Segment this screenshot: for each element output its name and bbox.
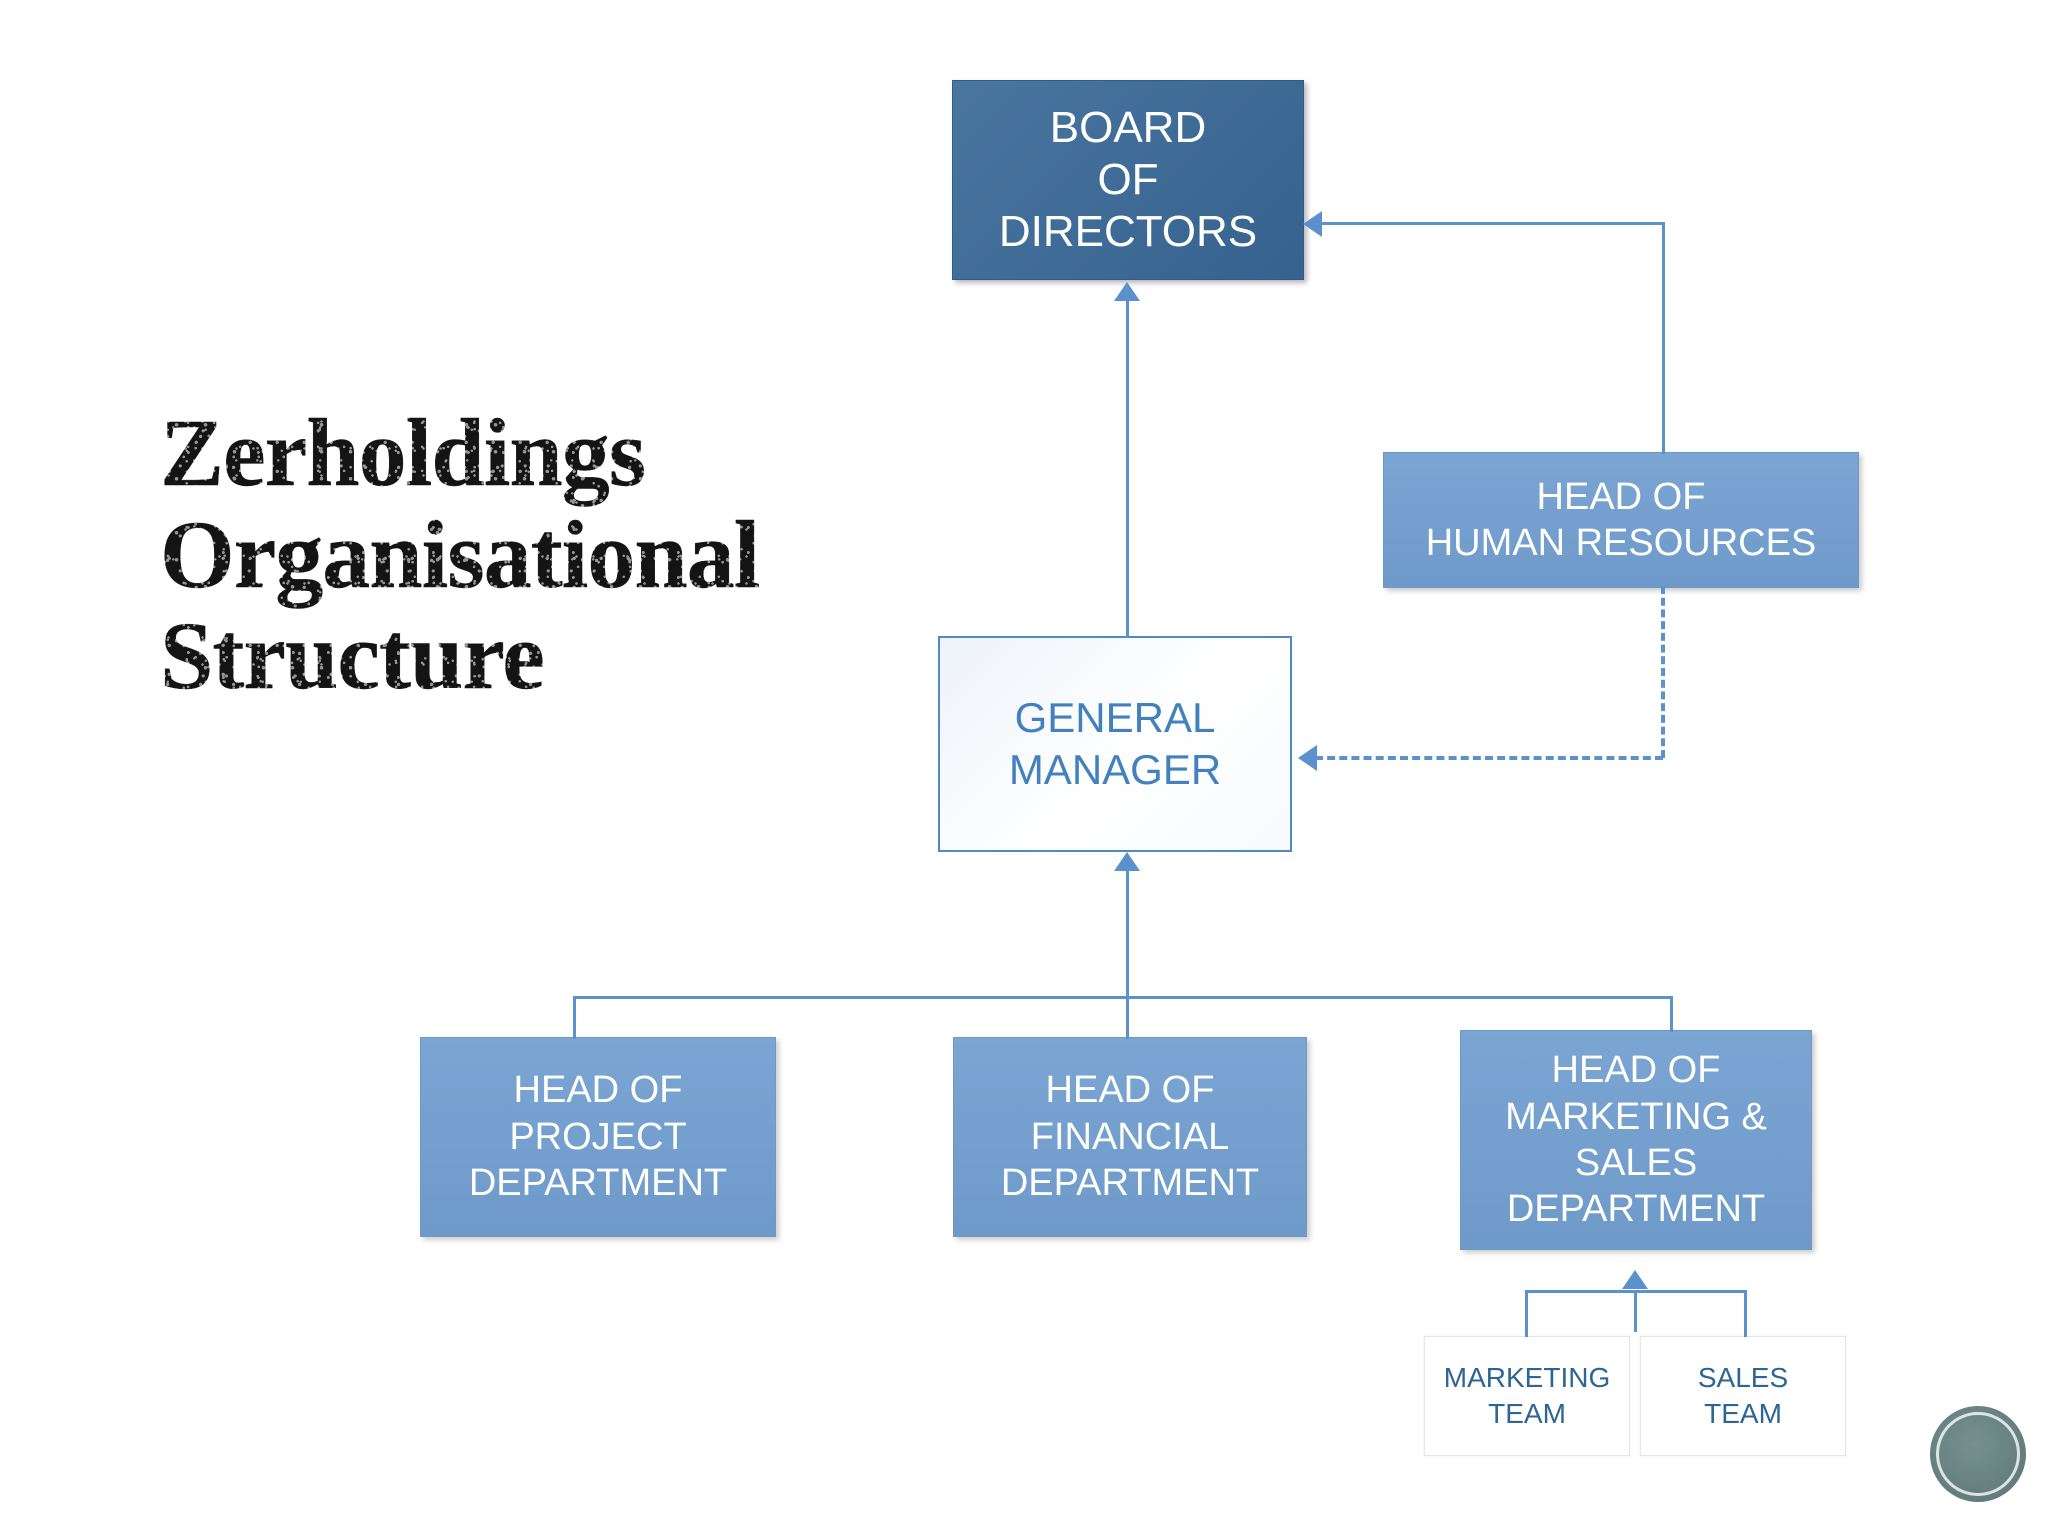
node-board-of-directors[interactable]: BOARD OF DIRECTORS [952,80,1304,280]
node-head-of-project-department[interactable]: HEAD OF PROJECT DEPARTMENT [420,1037,776,1237]
node-general-manager-label: GENERAL MANAGER [1008,693,1222,794]
connector-gm-to-departments-stem [1126,870,1129,998]
connector-departments-busbar [573,996,1673,999]
node-board-of-directors-label: BOARD OF DIRECTORS [998,103,1258,256]
connector-drop-financial-department [1126,996,1129,1039]
connector-gm-to-board-line [1126,300,1129,638]
connector-drop-project-department [573,996,576,1039]
connector-gm-to-board-arrowhead [1114,282,1140,301]
connector-drop-sales-team [1744,1290,1747,1337]
page-title-text: Zerholdings Organisational Structure [160,398,761,710]
page-title: Zerholdings Organisational Structure [160,300,960,809]
node-head-of-human-resources-label: HEAD OF HUMAN RESOURCES [1425,475,1817,564]
connector-teams-busbar [1525,1290,1747,1293]
node-sales-team[interactable]: SALES TEAM [1640,1336,1846,1456]
node-sales-team-label: SALES TEAM [1697,1361,1789,1429]
connector-hr-to-board-horizontal [1320,222,1665,225]
node-head-of-financial-department-label: HEAD OF FINANCIAL DEPARTMENT [1000,1069,1260,1205]
node-general-manager[interactable]: GENERAL MANAGER [938,636,1292,852]
node-head-of-marketing-and-sales-department-label: HEAD OF MARKETING & SALES DEPARTMENT [1505,1049,1767,1231]
connector-teams-to-marketing-stem [1634,1290,1637,1332]
connector-drop-marketing-team [1525,1290,1528,1337]
connector-hr-to-gm-dashed-horizontal [1315,756,1663,760]
node-marketing-team[interactable]: MARKETING TEAM [1424,1336,1630,1456]
connector-hr-to-gm-dashed-vertical [1661,586,1665,758]
node-head-of-marketing-and-sales-department[interactable]: HEAD OF MARKETING & SALES DEPARTMENT [1460,1030,1812,1250]
connector-drop-marketing-department [1670,996,1673,1032]
node-marketing-team-label: MARKETING TEAM [1443,1361,1611,1429]
watermark-logo-icon [1930,1406,2026,1502]
connector-hr-to-board-arrowhead [1303,211,1322,237]
connector-hr-to-gm-arrowhead [1298,745,1317,771]
node-head-of-human-resources[interactable]: HEAD OF HUMAN RESOURCES [1383,452,1859,588]
connector-teams-to-marketing-arrowhead [1622,1270,1648,1289]
node-head-of-financial-department[interactable]: HEAD OF FINANCIAL DEPARTMENT [953,1037,1307,1237]
connector-gm-to-departments-arrowhead [1114,852,1140,871]
connector-hr-to-board-vertical [1662,222,1665,454]
node-head-of-project-department-label: HEAD OF PROJECT DEPARTMENT [468,1069,728,1205]
